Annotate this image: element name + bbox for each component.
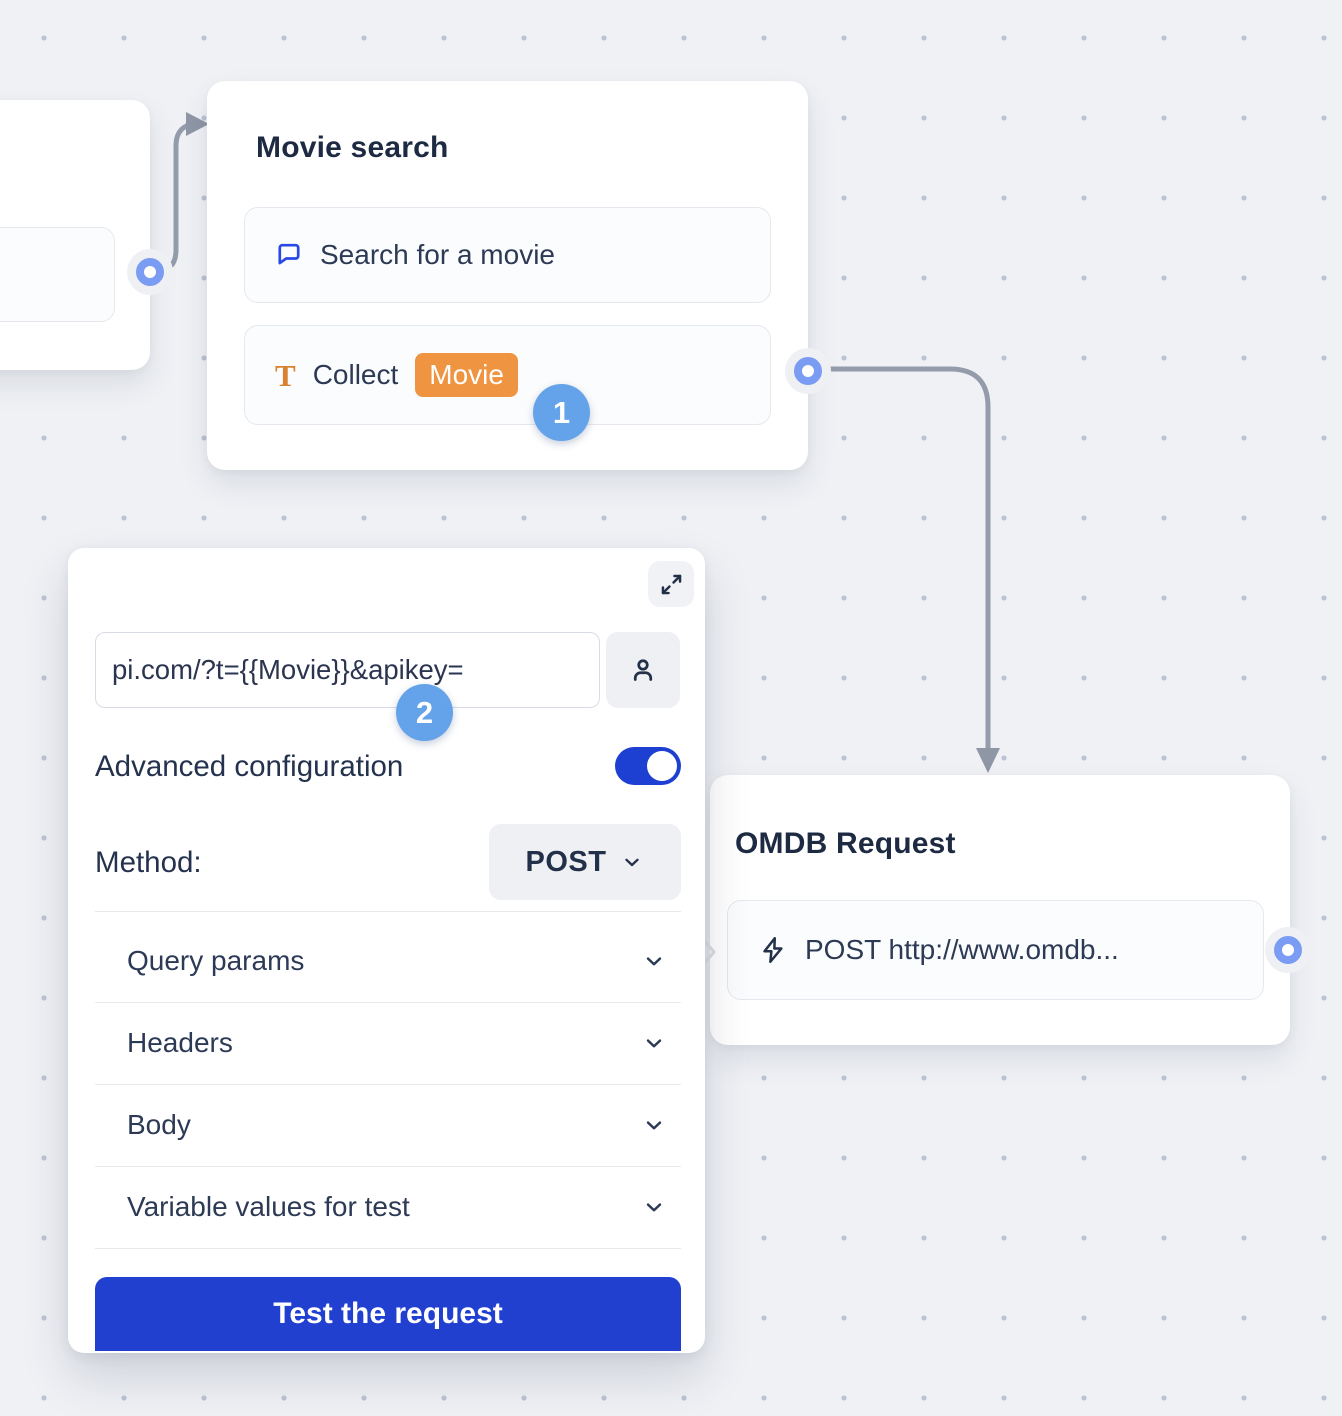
accordion-label: Headers (127, 1027, 233, 1058)
divider (95, 1002, 681, 1003)
method-select[interactable]: POST (489, 824, 681, 900)
output-port-partial-node[interactable] (127, 249, 173, 295)
method-value: POST (525, 845, 607, 878)
node-block-partial[interactable] (0, 227, 115, 322)
accordion-label: Body (127, 1109, 191, 1140)
url-input[interactable] (95, 632, 600, 708)
expand-icon (661, 574, 681, 594)
block-label: POST http://www.omdb... (805, 934, 1119, 965)
accordion-label: Variable values for test (127, 1191, 410, 1222)
chevron-down-icon (646, 957, 662, 966)
output-port-movie-search[interactable] (785, 348, 831, 394)
port-ring (136, 258, 164, 286)
accordion-label: Query params (127, 945, 305, 976)
port-ring (794, 357, 822, 385)
chevron-down-icon (646, 1203, 662, 1212)
zap-icon (763, 937, 783, 963)
accordion-variable-values[interactable]: Variable values for test (95, 1167, 681, 1247)
connector-movie-to-omdb (807, 366, 991, 753)
webhook-config-panel: Advanced configuration Method: POST Quer… (68, 548, 705, 1353)
chevron-down-icon (625, 858, 640, 867)
node-card-partial[interactable] (0, 100, 150, 370)
output-port-omdb-request[interactable] (1265, 927, 1311, 973)
input-port-notch-icon (699, 935, 716, 969)
advanced-configuration-label: Advanced configuration (95, 750, 404, 783)
chevron-down-icon (646, 1121, 662, 1130)
node-card-omdb-request[interactable]: OMDB Request POST http://www.omdb... (699, 775, 1290, 1045)
arrowhead-right-icon (186, 112, 209, 136)
node-title: OMDB Request (735, 827, 956, 860)
method-label: Method: (95, 846, 202, 879)
divider (95, 1084, 681, 1085)
divider (95, 1248, 681, 1249)
chat-bubble-icon (278, 243, 300, 265)
node-card-movie-search[interactable]: Movie search Search for a movie T Collec… (207, 81, 808, 470)
accordion-query-params[interactable]: Query params (95, 921, 681, 1001)
node-block-collect[interactable]: T Collect Movie (244, 325, 771, 425)
advanced-configuration-toggle[interactable] (615, 747, 681, 785)
divider (95, 1166, 681, 1167)
node-block-webhook[interactable]: POST http://www.omdb... (727, 900, 1264, 1000)
step-badge-1: 1 (533, 384, 590, 441)
node-title: Movie search (256, 131, 449, 164)
text-collect-icon: T (275, 357, 296, 393)
insert-variable-button[interactable] (606, 632, 680, 708)
expand-button[interactable] (648, 561, 694, 607)
node-block-question[interactable]: Search for a movie (244, 207, 771, 303)
accordion-body[interactable]: Body (95, 1085, 681, 1165)
variable-badge: Movie (415, 353, 518, 397)
arrowhead-down-icon (976, 748, 1000, 773)
toggle-knob (647, 751, 677, 781)
port-ring (1274, 936, 1302, 964)
accordion-headers[interactable]: Headers (95, 1003, 681, 1083)
step-badge-2: 2 (396, 684, 453, 741)
block-label: Search for a movie (320, 239, 555, 270)
user-icon (633, 659, 653, 681)
test-request-button[interactable]: Test the request (95, 1277, 681, 1351)
chevron-down-icon (646, 1039, 662, 1048)
block-label: Collect (312, 359, 399, 390)
divider (95, 911, 681, 912)
